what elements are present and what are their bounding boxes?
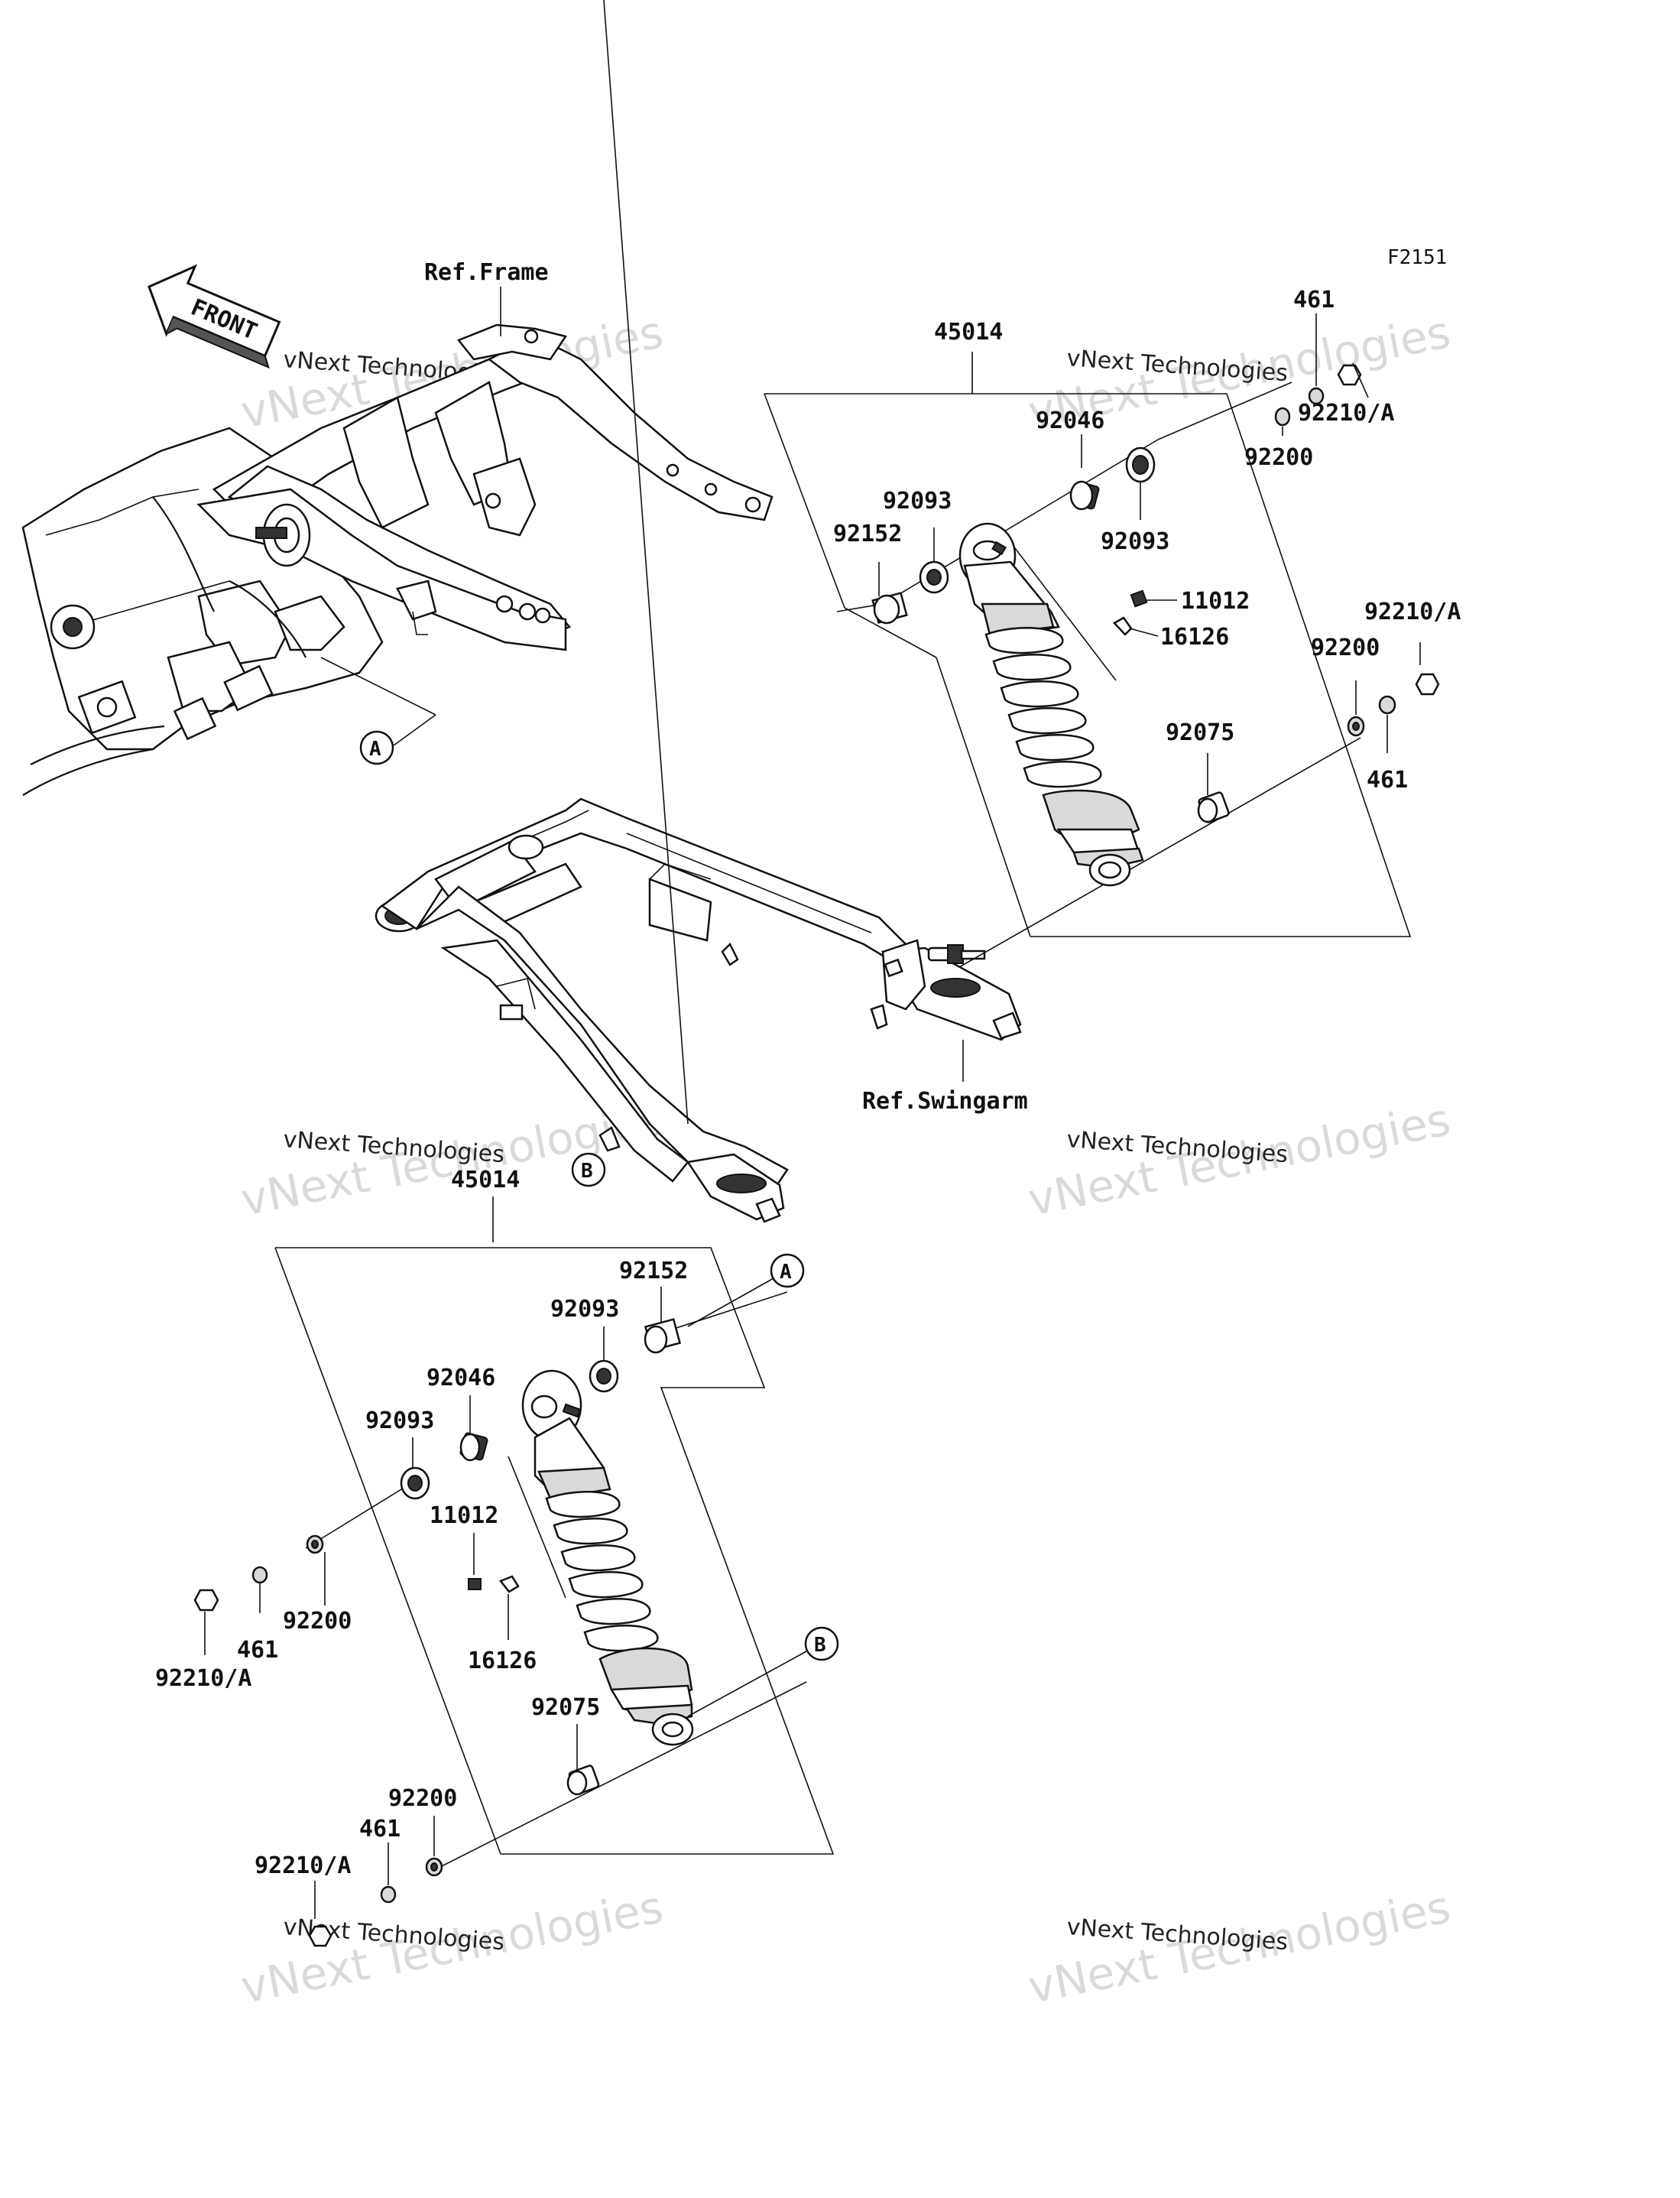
upper-assembly-number: 45014 [934, 319, 1003, 346]
ref-swingarm-label: Ref.Swingarm [862, 1088, 1028, 1115]
upper-shock-absorber [958, 522, 1144, 887]
upper-washer-461-mid [1378, 695, 1396, 715]
watermark-bottom-right: vNext Technologies vNext Technologies [1024, 1881, 1455, 2014]
marker-b-lower-text: B [814, 1634, 826, 1657]
watermark-mid-right: vNext Technologies vNext Technologies [1024, 1093, 1455, 1226]
label-92200-lower-bottom: 92200 [388, 1785, 457, 1812]
lower-washer-461-left [251, 1566, 268, 1584]
label-92200-top: 92200 [1244, 444, 1313, 471]
label-92152-lower: 92152 [619, 1258, 688, 1284]
ref-frame-label: Ref.Frame [424, 259, 549, 286]
label-461-lower-bottom: 461 [359, 1816, 401, 1842]
lower-collar-92075 [566, 1765, 600, 1796]
label-92046-lower: 92046 [426, 1365, 495, 1391]
upper-assembly: 45014 [764, 287, 1461, 968]
label-92210a-lower-left: 92210/A [155, 1665, 251, 1692]
marker-a-leader-frame [393, 714, 436, 746]
lower-washer-461-bottom [380, 1885, 397, 1904]
lower-shock-absorber [521, 1369, 694, 1746]
marker-a-leader-frame-2 [320, 657, 436, 716]
label-92093-upper-right: 92093 [1101, 528, 1169, 555]
lower-fitting-11012 [468, 1578, 482, 1590]
label-92200-mid: 92200 [1311, 635, 1380, 661]
marker-a-lower-text: A [780, 1261, 792, 1284]
marker-a-frame [359, 730, 394, 765]
label-11012-upper: 11012 [1181, 588, 1250, 615]
lower-assembly: 45014 [155, 1167, 839, 1947]
diagram-code: F2151 [1387, 246, 1447, 269]
marker-b-swingarm-text: B [581, 1160, 593, 1183]
swingarm-illustration [375, 797, 1022, 1223]
label-92200-lower-left: 92200 [283, 1608, 352, 1635]
label-92210a-mid: 92210/A [1364, 599, 1461, 625]
marker-b-swingarm [571, 1152, 606, 1187]
label-92093-lower-left: 92093 [365, 1407, 434, 1434]
upper-collar-92075 [1197, 791, 1230, 823]
upper-fitting-16126 [1113, 616, 1133, 636]
label-461-lower-left: 461 [237, 1637, 278, 1664]
lower-assembly-bracket [274, 1247, 835, 1855]
label-92046-upper: 92046 [1036, 407, 1104, 434]
lower-fitting-16126 [498, 1575, 520, 1593]
watermark-bottom-left: vNext Technologies vNext Technologies [237, 1881, 667, 2014]
marker-b-lower [804, 1626, 839, 1661]
upper-nut-92210a-top [1337, 364, 1362, 386]
label-92152-upper: 92152 [833, 521, 902, 547]
marker-a-lower [770, 1253, 805, 1288]
lower-assembly-number: 45014 [451, 1167, 520, 1193]
front-arrow-icon: FRONT [148, 264, 281, 369]
upper-washer-461-top [1308, 387, 1325, 405]
upper-assembly-bracket [764, 393, 1412, 937]
frame-illustration [21, 323, 774, 796]
lower-nut-92210a-bottom [308, 1925, 332, 1947]
label-461-mid: 461 [1367, 767, 1408, 794]
label-11012-lower: 11012 [430, 1502, 498, 1529]
upper-collar-92152 [871, 592, 908, 625]
label-92075-upper: 92075 [1166, 719, 1234, 746]
marker-b-leader-swingarm [603, 0, 689, 1125]
lower-collar-92152 [644, 1318, 682, 1354]
upper-washer-92200-top [1274, 407, 1291, 427]
label-92093-lower-top: 92093 [550, 1296, 619, 1323]
marker-a-frame-text: A [369, 738, 381, 761]
label-92093-upper-left: 92093 [883, 488, 952, 515]
label-92075-lower: 92075 [531, 1694, 600, 1721]
label-16126-lower: 16126 [468, 1648, 537, 1674]
watermark-mid-left: vNext Technologies vNext Technologies [237, 1093, 667, 1226]
upper-nut-92210a-mid [1415, 673, 1440, 696]
label-92210a-lower-bottom: 92210/A [255, 1852, 351, 1879]
lower-nut-92210a-left [193, 1589, 219, 1612]
label-461-top: 461 [1293, 287, 1335, 313]
label-92210a-top: 92210/A [1298, 400, 1394, 427]
upper-fitting-11012 [1130, 589, 1148, 608]
label-16126-upper: 16126 [1160, 624, 1229, 651]
